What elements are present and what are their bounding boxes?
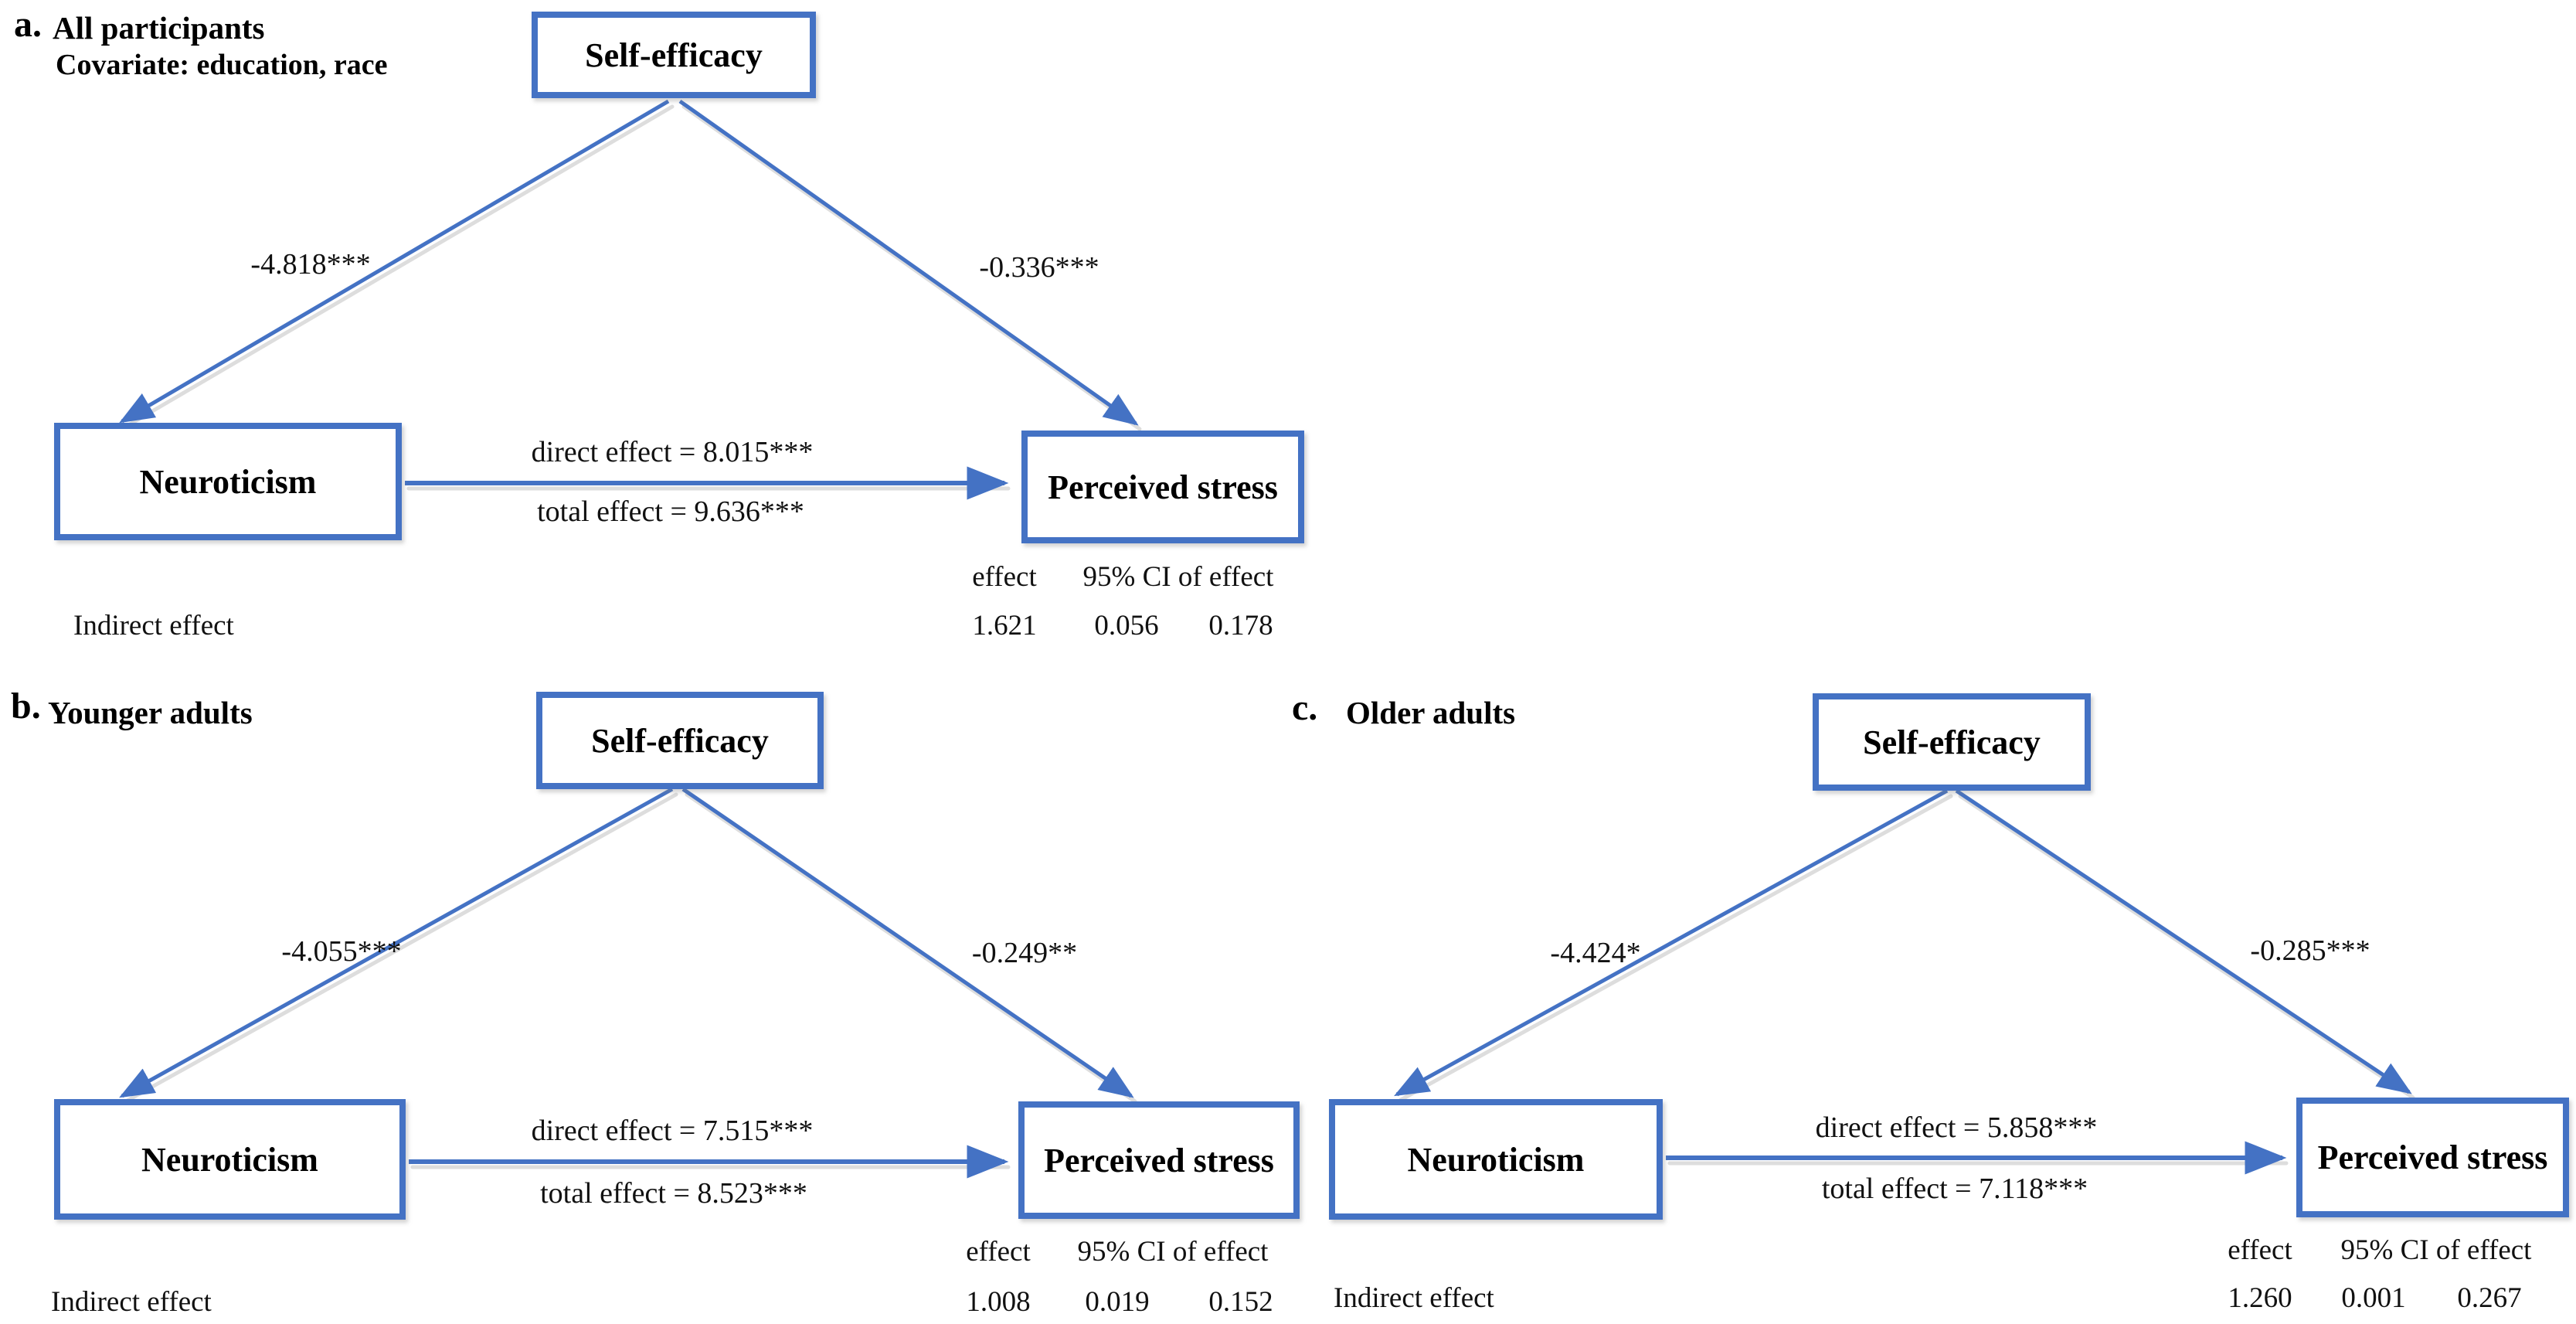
c-indirect-effect-value: 1.260 — [2228, 1282, 2292, 1314]
a-path-a-coefficient: -4.818*** — [250, 248, 371, 281]
panel-a-subtitle: Covariate: education, race — [56, 49, 388, 81]
a-indirect-ci-low: 0.056 — [1094, 610, 1159, 642]
b-indirect-effect-row-label: Indirect effect — [51, 1286, 212, 1318]
b-mediator-box: Self-efficacy — [536, 692, 824, 789]
b-dv-label: Perceived stress — [1044, 1141, 1274, 1179]
b-indirect-ci-high: 0.152 — [1208, 1286, 1273, 1318]
c-mediator-label: Self-efficacy — [1863, 723, 2041, 761]
c-iv-label: Neuroticism — [1407, 1140, 1585, 1179]
c-iv-to-mediator-path — [1394, 788, 1949, 1097]
b-iv-box: Neuroticism — [54, 1099, 406, 1220]
c-total-effect: total effect = 7.118*** — [1821, 1173, 2088, 1205]
c-path-a-coefficient: -4.424* — [1550, 937, 1641, 969]
a-dv-box: Perceived stress — [1021, 431, 1304, 543]
c-ci-column-header: 95% CI of effect — [2340, 1234, 2532, 1266]
b-iv-label: Neuroticism — [141, 1140, 318, 1179]
c-effect-column-header: effect — [2228, 1234, 2292, 1266]
panel-b-title: Younger adults — [48, 695, 253, 730]
c-indirect-effect-row-label: Indirect effect — [1334, 1282, 1494, 1314]
c-path-b-coefficient: -0.285*** — [2250, 934, 2370, 967]
c-dv-box: Perceived stress — [2296, 1098, 2569, 1217]
c-direct-effect: direct effect = 5.858*** — [1815, 1111, 2098, 1144]
panel-a-title: All participants — [53, 10, 265, 46]
b-total-effect: total effect = 8.523*** — [540, 1177, 807, 1210]
a-mediator-label: Self-efficacy — [585, 36, 763, 74]
a-direct-effect: direct effect = 8.015*** — [531, 436, 814, 468]
panel-a-tag: a. — [14, 4, 42, 45]
panel-c-tag: c. — [1292, 687, 1318, 728]
a-path-b-coefficient: -0.336*** — [979, 251, 1099, 284]
a-iv-label: Neuroticism — [139, 462, 317, 501]
b-mediator-label: Self-efficacy — [591, 721, 769, 760]
a-ci-column-header: 95% CI of effect — [1082, 561, 1274, 593]
b-indirect-effect-value: 1.008 — [966, 1286, 1031, 1318]
a-iv-box: Neuroticism — [54, 423, 402, 540]
panel-b-tag: b. — [11, 686, 41, 727]
b-path-a-coefficient: -4.055*** — [281, 935, 402, 968]
c-indirect-ci-low: 0.001 — [2341, 1282, 2406, 1314]
b-effect-column-header: effect — [966, 1236, 1031, 1268]
b-ci-column-header: 95% CI of effect — [1077, 1236, 1269, 1268]
panel-c-title: Older adults — [1346, 695, 1516, 730]
a-dv-label: Perceived stress — [1048, 468, 1278, 506]
b-direct-effect: direct effect = 7.515*** — [531, 1115, 814, 1147]
b-path-b-coefficient: -0.249** — [971, 937, 1078, 969]
c-indirect-ci-high: 0.267 — [2457, 1282, 2522, 1314]
a-effect-column-header: effect — [972, 561, 1037, 593]
c-iv-box: Neuroticism — [1329, 1099, 1663, 1220]
a-indirect-effect-value: 1.621 — [972, 610, 1037, 642]
a-iv-to-mediator-path — [119, 99, 670, 424]
b-dv-box: Perceived stress — [1018, 1101, 1300, 1219]
b-indirect-ci-low: 0.019 — [1085, 1286, 1150, 1318]
a-indirect-effect-row-label: Indirect effect — [73, 610, 234, 642]
a-total-effect: total effect = 9.636*** — [537, 495, 804, 528]
a-indirect-ci-high: 0.178 — [1208, 610, 1273, 642]
a-mediator-box: Self-efficacy — [532, 12, 816, 98]
c-dv-label: Perceived stress — [2317, 1139, 2548, 1176]
c-mediator-box: Self-efficacy — [1813, 693, 2091, 791]
